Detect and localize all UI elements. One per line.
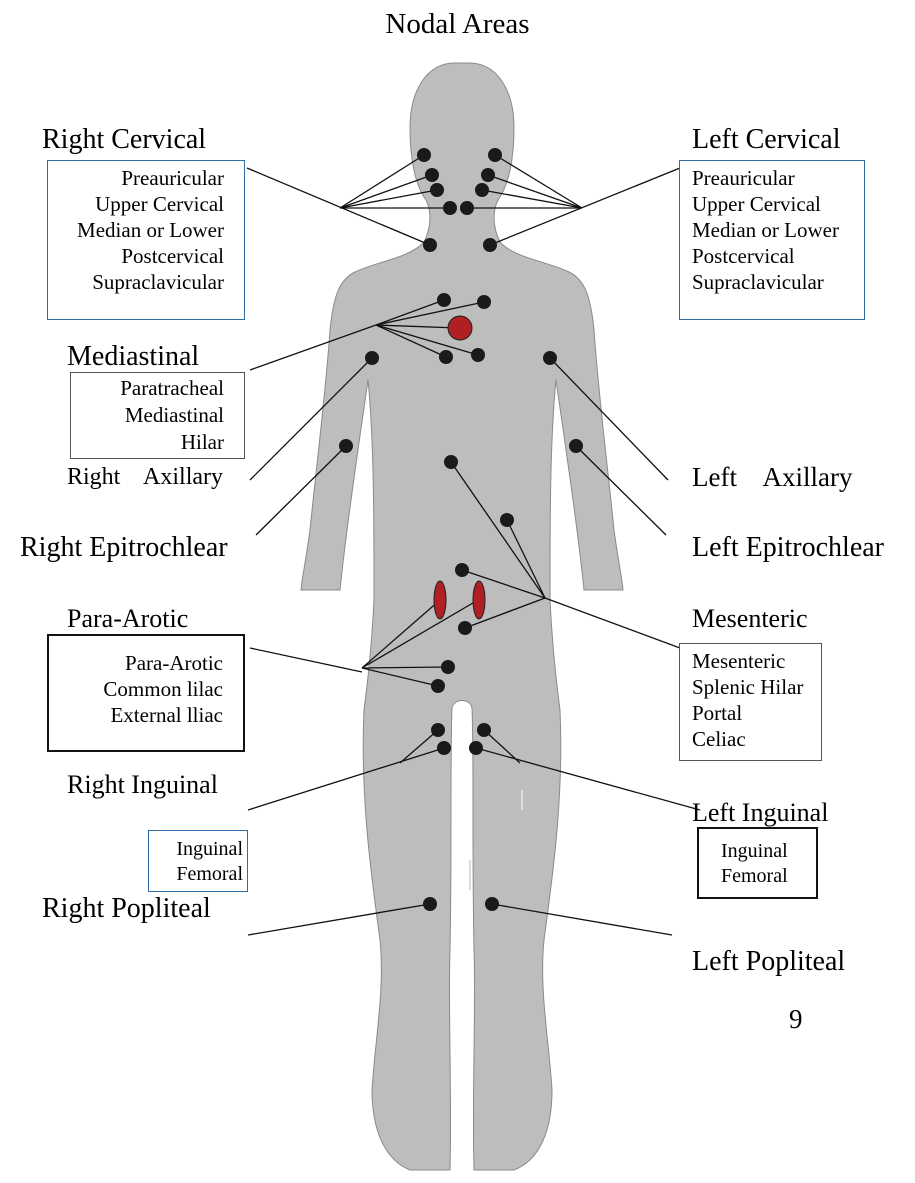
right-cervical-item: Postcervical	[54, 243, 224, 269]
right-axillary-label: Right Axillary	[67, 464, 223, 491]
node-right-popliteal	[423, 897, 437, 911]
node-left-popliteal	[485, 897, 499, 911]
right-inguinal-item: Inguinal	[153, 837, 243, 862]
node-left-epitrochlear	[569, 439, 583, 453]
right-inguinal-box: Inguinal Femoral	[148, 830, 248, 892]
left-inguinal-box: Inguinal Femoral	[697, 827, 818, 899]
node-left-supraclavicular	[483, 238, 497, 252]
left-cervical-item: Postcervical	[692, 243, 860, 269]
left-cervical-label: Left Cervical	[692, 124, 840, 156]
left-axillary-label: Left Axillary	[692, 462, 852, 493]
right-cervical-item: Supraclavicular	[54, 269, 224, 295]
para-arotic-label: Para-Arotic	[67, 604, 188, 634]
mesenteric-item: Mesenteric	[692, 648, 817, 674]
body-silhouette	[301, 63, 623, 1170]
right-cervical-label: Right Cervical	[42, 124, 206, 156]
node-left-axillary	[543, 351, 557, 365]
page-number: 9	[789, 1004, 803, 1035]
node-left-inguinal	[477, 723, 491, 737]
mesenteric-box: Mesenteric Splenic Hilar Portal Celiac	[679, 643, 822, 761]
node-hilar-right	[439, 350, 453, 364]
node-right-epitrochlear	[339, 439, 353, 453]
node-hilar-left	[471, 348, 485, 362]
mediastinal-item: Hilar	[77, 429, 224, 456]
mediastinal-item: Paratracheal	[77, 375, 224, 402]
mesenteric-item: Splenic Hilar	[692, 674, 817, 700]
node-paratracheal-right	[437, 293, 451, 307]
node-splenic-hilar	[500, 513, 514, 527]
node-paratracheal-left	[477, 295, 491, 309]
left-cervical-box: Preauricular Upper Cervical Median or Lo…	[679, 160, 865, 320]
node-left-median-cervical	[475, 183, 489, 197]
mesenteric-label: Mesenteric	[692, 604, 808, 634]
node-mesenteric	[458, 621, 472, 635]
mesenteric-item: Celiac	[692, 726, 817, 752]
mesenteric-item: Portal	[692, 700, 817, 726]
mediastinal-item: Mediastinal	[77, 402, 224, 429]
left-inguinal-item: Inguinal	[721, 839, 812, 864]
left-cervical-item: Supraclavicular	[692, 269, 860, 295]
node-right-median-cervical	[430, 183, 444, 197]
right-inguinal-item: Femoral	[153, 862, 243, 887]
left-cervical-item: Upper Cervical	[692, 191, 860, 217]
node-right-femoral	[437, 741, 451, 755]
right-popliteal-label: Right Popliteal	[42, 893, 211, 925]
mediastinal-box: Paratracheal Mediastinal Hilar	[70, 372, 245, 459]
node-right-preauricular	[417, 148, 431, 162]
para-arotic-item: Para-Arotic	[55, 650, 223, 676]
node-common-iliac	[441, 660, 455, 674]
right-inguinal-label: Right Inguinal	[67, 770, 218, 800]
mediastinal-label: Mediastinal	[67, 341, 199, 373]
left-cervical-item: Median or Lower	[692, 217, 860, 243]
para-arotic-box: Para-Arotic Common lilac External lliac	[47, 634, 245, 752]
diagram-title: Nodal Areas	[0, 8, 915, 41]
node-left-femoral	[469, 741, 483, 755]
mediastinal-organ	[448, 316, 472, 340]
para-aortic-organ-right	[434, 581, 446, 619]
right-cervical-item: Preauricular	[54, 165, 224, 191]
node-right-axillary	[365, 351, 379, 365]
para-aortic-organ-left	[473, 581, 485, 619]
node-right-postcervical	[443, 201, 457, 215]
para-arotic-item: Common lilac	[55, 676, 223, 702]
right-cervical-box: Preauricular Upper Cervical Median or Lo…	[47, 160, 245, 320]
node-left-upper-cervical	[481, 168, 495, 182]
left-epitrochlear-label: Left Epitrochlear	[692, 532, 884, 564]
left-inguinal-label: Left Inguinal	[692, 798, 828, 828]
right-cervical-item: Median or Lower	[54, 217, 224, 243]
right-epitrochlear-label: Right Epitrochlear	[20, 532, 228, 564]
node-right-upper-cervical	[425, 168, 439, 182]
node-external-iliac	[431, 679, 445, 693]
left-popliteal-label: Left Popliteal	[692, 946, 845, 978]
node-left-preauricular	[488, 148, 502, 162]
left-inguinal-item: Femoral	[721, 864, 812, 889]
node-portal	[455, 563, 469, 577]
right-cervical-item: Upper Cervical	[54, 191, 224, 217]
node-right-supraclavicular	[423, 238, 437, 252]
para-arotic-item: External lliac	[55, 702, 223, 728]
left-cervical-item: Preauricular	[692, 165, 860, 191]
node-celiac	[444, 455, 458, 469]
node-left-postcervical	[460, 201, 474, 215]
node-right-inguinal	[431, 723, 445, 737]
